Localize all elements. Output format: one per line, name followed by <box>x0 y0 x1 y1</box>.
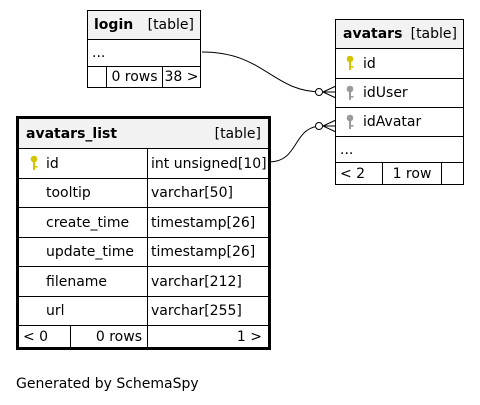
ellipsis-row: ... <box>88 39 200 66</box>
crowfoot-circle-iduser <box>315 88 323 96</box>
footer-row: < 0 0 rows 1 > <box>19 325 268 347</box>
column-type: varchar[212] <box>147 267 268 296</box>
column-row: filename varchar[212] <box>19 266 268 296</box>
generated-by-caption: Generated by SchemaSpy <box>16 376 199 392</box>
column-row: idAvatar <box>336 107 463 136</box>
prev-link[interactable]: < 0 <box>23 328 49 345</box>
column-row: url varchar[255] <box>19 296 268 325</box>
column-row: id int unsigned[10] <box>19 148 268 178</box>
column-type: varchar[50] <box>147 179 268 207</box>
column-name: filename <box>46 273 108 290</box>
crowfoot-idavatar <box>322 119 337 133</box>
column-row: update_time timestamp[26] <box>19 237 268 266</box>
table-header: login [table] <box>88 11 200 39</box>
prev-link[interactable]: < 2 <box>340 165 366 182</box>
ellipsis: ... <box>92 45 106 61</box>
ellipsis: ... <box>340 141 354 158</box>
foreign-key-icon <box>346 114 354 129</box>
relation-avatars-list-to-avatars <box>268 125 323 163</box>
column-row: create_time timestamp[26] <box>19 207 268 237</box>
row-count: 0 rows <box>70 326 147 347</box>
table-kind: [table] <box>410 26 457 42</box>
table-avatars[interactable]: avatars [table] id idUser idAvatar ... <… <box>335 19 464 185</box>
row-count: 1 row <box>382 163 441 184</box>
column-row: tooltip varchar[50] <box>19 178 268 207</box>
table-kind: [table] <box>214 125 261 142</box>
column-name: idUser <box>363 85 408 101</box>
footer-row: 0 rows 38 > <box>88 66 200 87</box>
next-link[interactable]: 1 > <box>147 326 268 347</box>
column-name: create_time <box>46 214 130 231</box>
column-row: id <box>336 48 463 78</box>
column-type: varchar[255] <box>147 297 268 325</box>
footer-row: < 2 1 row <box>336 162 463 184</box>
column-name: idAvatar <box>363 114 422 130</box>
column-name: id <box>46 155 59 172</box>
column-name: id <box>363 55 376 72</box>
table-name: login <box>94 17 134 33</box>
column-type: timestamp[26] <box>147 208 268 237</box>
table-name: avatars_list <box>26 125 118 142</box>
primary-key-icon <box>346 55 354 70</box>
next-link[interactable]: 38 > <box>162 67 200 87</box>
column-name: tooltip <box>46 185 91 201</box>
footer-empty-cell <box>441 163 463 184</box>
row-count: 0 rows <box>106 67 162 87</box>
table-login[interactable]: login [table] ... 0 rows 38 > <box>87 10 201 88</box>
column-name: url <box>46 303 65 319</box>
table-header: avatars_list [table] <box>19 119 268 148</box>
table-name: avatars <box>343 26 403 42</box>
relation-login-to-avatars <box>201 51 323 93</box>
table-header: avatars [table] <box>336 20 463 48</box>
ellipsis-row: ... <box>336 136 463 162</box>
foreign-key-icon <box>346 85 354 100</box>
table-avatars-list[interactable]: avatars_list [table] id int unsigned[10]… <box>16 116 271 350</box>
column-type: timestamp[26] <box>147 238 268 266</box>
primary-key-icon <box>30 155 38 170</box>
crowfoot-circle-idavatar <box>315 122 323 130</box>
column-row: idUser <box>336 78 463 107</box>
column-name: update_time <box>46 244 134 260</box>
crowfoot-iduser <box>322 85 337 99</box>
column-type: int unsigned[10] <box>147 149 268 178</box>
table-kind: [table] <box>147 17 194 33</box>
